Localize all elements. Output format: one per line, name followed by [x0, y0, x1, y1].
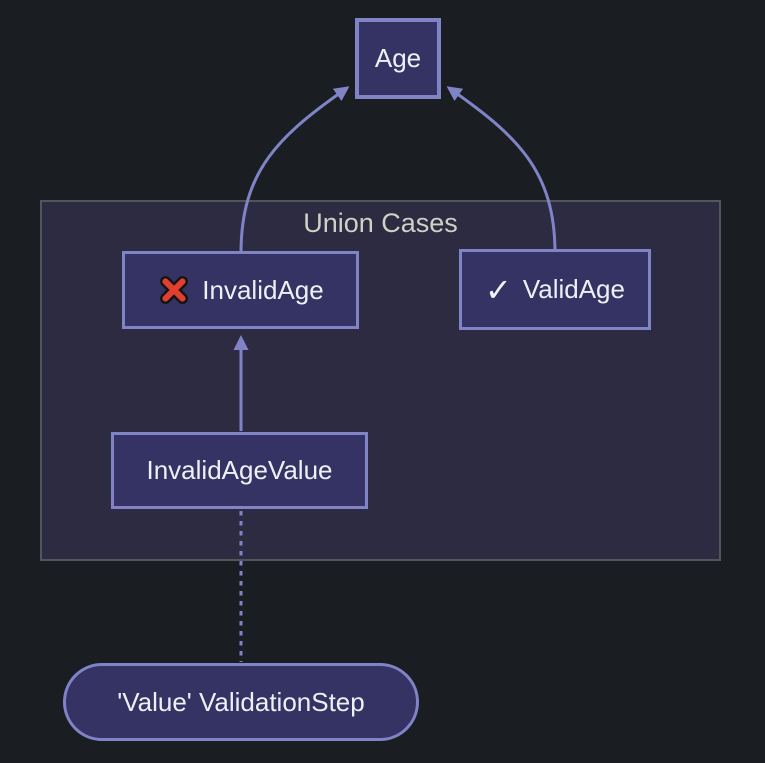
- node-invalid-age-label: InvalidAge: [202, 274, 324, 305]
- node-invalid-age: InvalidAge: [122, 251, 359, 329]
- node-invalid-age-value-label: InvalidAgeValue: [146, 455, 333, 485]
- node-valid-age-label: ValidAge: [522, 274, 625, 304]
- cross-mark-icon: [160, 276, 189, 304]
- node-valid-age: ✓ ValidAge: [459, 249, 651, 330]
- node-validation-step-label: 'Value' ValidationStep: [117, 686, 365, 717]
- edge-invalidage-to-age: [239, 86, 350, 254]
- node-age-label: Age: [374, 43, 422, 73]
- node-validation-step: 'Value' ValidationStep: [63, 663, 419, 741]
- node-age: Age: [355, 18, 441, 99]
- edge-validage-to-age: [446, 86, 557, 254]
- node-invalid-age-value: InvalidAgeValue: [111, 432, 368, 509]
- check-mark-icon: ✓: [485, 271, 512, 308]
- union-cases-label: Union Cases: [303, 208, 458, 238]
